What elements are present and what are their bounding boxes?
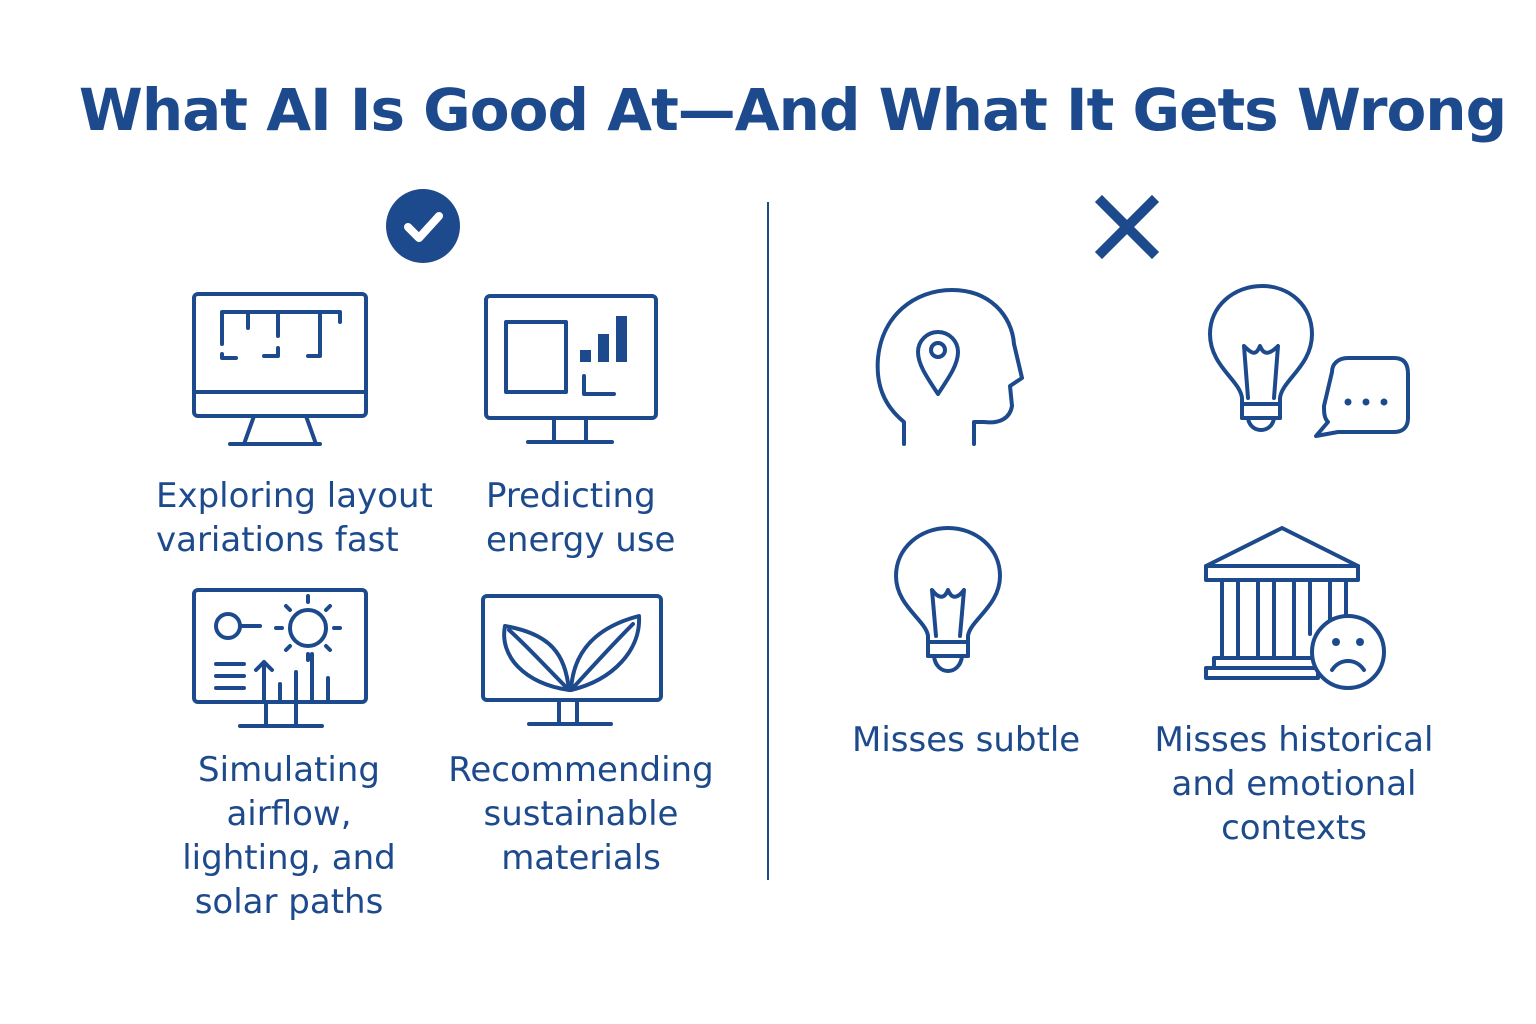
bad-item-label-subtle: Misses subtle bbox=[852, 720, 1081, 760]
monitor-sun-airflow-icon bbox=[192, 588, 368, 728]
page-title: What AI Is Good At—And What It Gets Wron… bbox=[78, 76, 1507, 144]
lightbulb-icon bbox=[894, 526, 1002, 673]
monitor-floor-plan-icon bbox=[192, 292, 368, 446]
good-item-label-layout: Exploring layout variations fast bbox=[156, 476, 433, 560]
x-mark-icon bbox=[1094, 194, 1160, 260]
monitor-leaf-icon bbox=[481, 594, 663, 726]
lightbulb-speech-bubble-icon bbox=[1208, 284, 1410, 438]
check-circle-icon bbox=[386, 189, 460, 263]
good-item-label-materials: Recommending sustainable materials bbox=[448, 750, 714, 878]
bad-item-label-historical: Misses historical and emotional contexts bbox=[1154, 720, 1434, 848]
classical-building-sad-face-icon bbox=[1204, 526, 1386, 690]
good-item-label-simulation: Simulating airflow, lighting, and solar … bbox=[182, 750, 396, 922]
column-divider bbox=[767, 202, 769, 880]
head-location-pin-icon bbox=[875, 288, 1024, 446]
monitor-energy-chart-icon bbox=[484, 294, 658, 444]
good-item-label-energy: Predicting energy use bbox=[486, 476, 676, 560]
